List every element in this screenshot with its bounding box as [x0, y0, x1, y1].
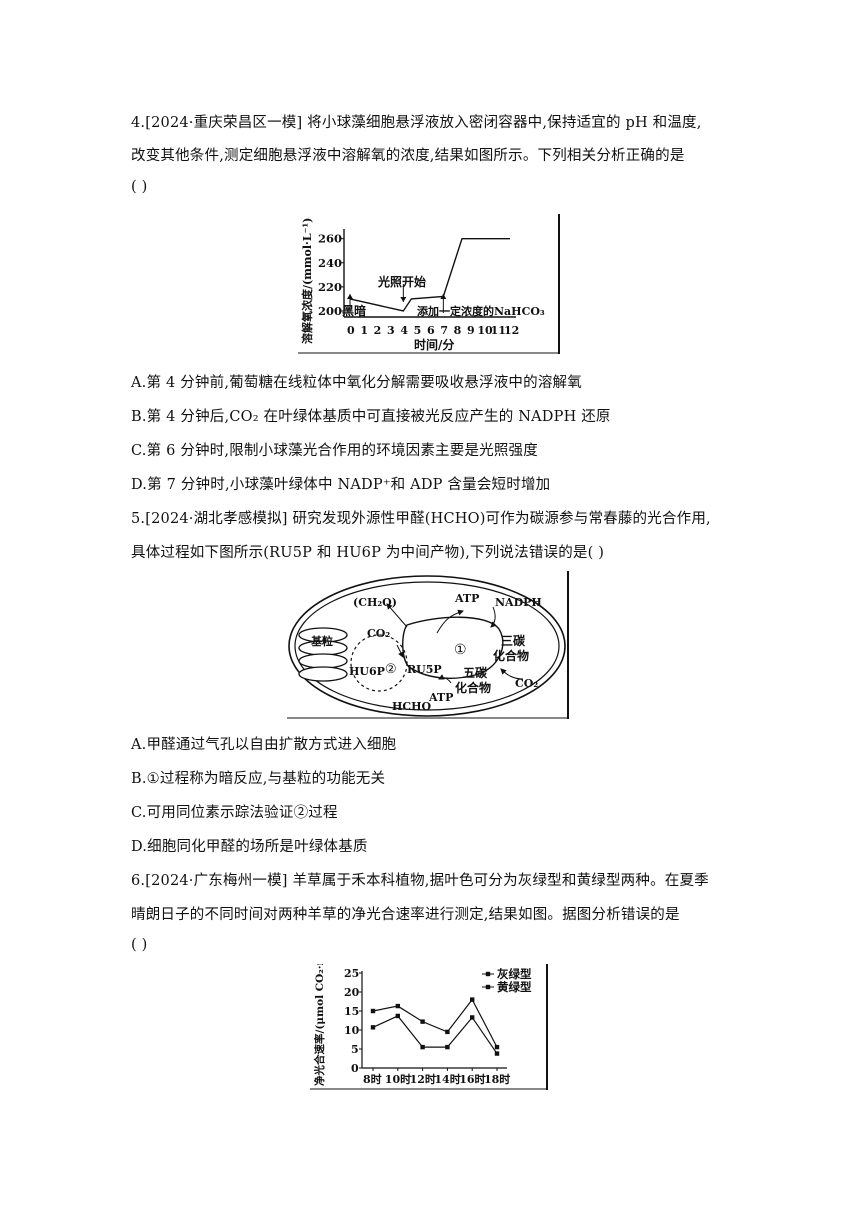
- q4-option-c: C.第 6 分钟时,限制小球藻光合作用的环境因素主要是光照强度: [131, 443, 538, 459]
- q5-option-c: C.可用同位素示踪法验证②过程: [131, 805, 338, 821]
- q6-data-point: [370, 1008, 376, 1014]
- q6-data-point: [370, 1025, 376, 1030]
- q4-light-arrow-head: [400, 297, 407, 302]
- q4-y-tick-label: 240: [318, 256, 342, 270]
- q4-x-tick-label: 12: [504, 324, 519, 337]
- q6-legend-marker: [485, 984, 491, 990]
- q6-x-tick-label: 12时: [410, 1072, 436, 1086]
- q4-stem-line1: 4.[2024·重庆荣昌区一模] 将小球藻细胞悬浮液放入密闭容器中,保持适宜的 …: [131, 115, 702, 131]
- q4-y-tick-label: 220: [318, 280, 342, 294]
- q6-stem-line1: 6.[2024·广东梅州一模] 羊草属于禾本科植物,据叶色可分为灰绿型和黄绿型两…: [131, 873, 709, 889]
- q6-y-tick-label: 15: [344, 1005, 359, 1018]
- q4-x-tick-label: 0: [347, 324, 355, 337]
- q6-data-point: [494, 1044, 500, 1050]
- q4-nahco3-label: 添加一定浓度的NaHCO₃: [417, 304, 545, 318]
- q6-data-point: [445, 1044, 450, 1050]
- q6-data-point: [420, 1044, 425, 1050]
- q4-dark-label: 黑暗: [342, 303, 366, 318]
- q5-stem-line2: 具体过程如下图所示(RU5P 和 HU6P 为中间产物),下列说法错误的是( ): [131, 545, 605, 561]
- chloroplast-inner-membrane: [294, 581, 560, 711]
- q6-x-tick-label: 10时: [385, 1072, 411, 1086]
- q4-x-tick-label: 1: [360, 324, 368, 337]
- ch2o-label: (CH₂O): [353, 596, 397, 609]
- q6-data-point: [470, 1015, 475, 1020]
- q6-legend-label: 灰绿型: [497, 967, 532, 981]
- c5-label-line2: 化合物: [455, 680, 491, 695]
- q6-data-point: [445, 1029, 450, 1035]
- q6-y-tick-label: 20: [344, 986, 360, 999]
- q4-y-tick-label: 200: [318, 304, 342, 318]
- q4-nahco3-arrow-head: [440, 294, 447, 299]
- hu6p-cycle: [350, 634, 408, 692]
- q6-x-tick-label: 14时: [434, 1072, 460, 1086]
- grana-stack: [298, 627, 348, 682]
- q4-x-tick-label: 3: [387, 324, 395, 337]
- nadph-label: NADPH: [495, 596, 542, 609]
- q4-y-axis-label: 溶解氧浓度/(mmol·L⁻¹): [300, 218, 314, 344]
- q4-x-tick-label: 4: [400, 324, 408, 337]
- q4-x-tick-label: 9: [467, 324, 475, 337]
- q4-x-tick-label: 8: [454, 324, 462, 337]
- atp-top-label: ATP: [454, 592, 479, 605]
- circle2-label: ②: [385, 662, 397, 677]
- q4-answer-paren: ( ): [131, 179, 148, 195]
- q4-y-tick-label: 260: [318, 232, 342, 246]
- q6-x-tick-label: 16时: [459, 1072, 485, 1086]
- q4-x-tick-label: 11: [491, 324, 506, 337]
- hcho-label: HCHO: [392, 700, 432, 713]
- q6-data-point: [494, 1051, 500, 1056]
- q5-chloroplast-diagram: 基粒 ① ② (CH₂O) ATP NADPH CO₂ 三碳 化合物 HU6P …: [287, 571, 569, 719]
- q6-y-tick-label: 10: [344, 1024, 360, 1037]
- chloroplast-outer-membrane: [288, 575, 566, 717]
- co2-right-label: CO₂: [515, 677, 538, 690]
- q4-light-start-label: 光照开始: [377, 274, 426, 289]
- q6-y-tick-label: 0: [351, 1062, 359, 1075]
- ru5p-label: RU5P: [407, 663, 442, 676]
- q6-data-point: [470, 997, 475, 1002]
- q4-x-tick-label: 7: [440, 324, 448, 337]
- q6-y-tick-label: 5: [351, 1043, 359, 1056]
- co2-left-label: CO₂: [367, 627, 390, 640]
- hu6p-label: HU6P: [349, 665, 385, 678]
- q6-data-point: [395, 1013, 400, 1019]
- q6-data-point: [395, 1003, 400, 1009]
- q6-answer-paren: ( ): [131, 937, 148, 953]
- q6-data-point: [420, 1019, 425, 1024]
- q4-option-b: B.第 4 分钟后,CO₂ 在叶绿体基质中可直接被光反应产生的 NADPH 还原: [131, 409, 611, 425]
- c3-label-line2: 化合物: [493, 648, 529, 663]
- q6-y-axis-label: 净光合速率/(μmol CO₂·m⁻²·s⁻¹): [313, 964, 326, 1086]
- q5-option-d: D.细胞同化甲醛的场所是叶绿体基质: [131, 839, 368, 855]
- circle1-label: ①: [454, 642, 467, 658]
- q6-series-line-0: [372, 998, 498, 1048]
- q5-stem-line1: 5.[2024·湖北孝感模拟] 研究发现外源性甲醛(HCHO)可作为碳源参与常春…: [131, 511, 711, 527]
- q4-x-axis-label: 时间/分: [414, 337, 454, 352]
- q4-option-a: A.第 4 分钟前,葡萄糖在线粒体中氧化分解需要吸收悬浮液中的溶解氧: [131, 375, 582, 391]
- q6-stem-line2: 晴朗日子的不同时间对两种羊草的净光合速率进行测定,结果如图。据图分析错误的是: [131, 907, 680, 923]
- q4-x-tick-label: 10: [477, 324, 493, 337]
- c5-label-line1: 五碳: [463, 665, 488, 680]
- grana-label: 基粒: [310, 634, 333, 648]
- q4-option-d: D.第 7 分钟时,小球藻叶绿体中 NADP⁺和 ADP 含量会短时增加: [131, 477, 551, 493]
- q6-legend-label: 黄绿型: [497, 980, 532, 994]
- q4-stem-line2: 改变其他条件,测定细胞悬浮液中溶解氧的浓度,结果如图所示。下列相关分析正确的是: [131, 148, 685, 164]
- c3-label-line1: 三碳: [501, 633, 526, 648]
- q4-x-tick-label: 6: [427, 324, 435, 337]
- q6-x-tick-label: 8时: [363, 1072, 382, 1086]
- q6-y-tick-label: 25: [344, 967, 359, 980]
- q4-dark-arrow-head: [347, 294, 353, 299]
- q4-x-tick-label: 2: [374, 324, 382, 337]
- calvin-cycle: [402, 616, 504, 679]
- q4-series-line: [349, 237, 510, 312]
- q6-x-tick-label: 18时: [484, 1072, 510, 1086]
- q5-option-a: A.甲醛通过气孔以自由扩散方式进入细胞: [131, 737, 397, 753]
- q4-x-tick-label: 5: [414, 324, 422, 337]
- q5-option-b: B.①过程称为暗反应,与基粒的功能无关: [131, 771, 386, 787]
- q6-series-line-1: [372, 1015, 498, 1054]
- q6-legend-marker: [485, 971, 491, 977]
- atp-bottom-label: ATP: [428, 691, 453, 704]
